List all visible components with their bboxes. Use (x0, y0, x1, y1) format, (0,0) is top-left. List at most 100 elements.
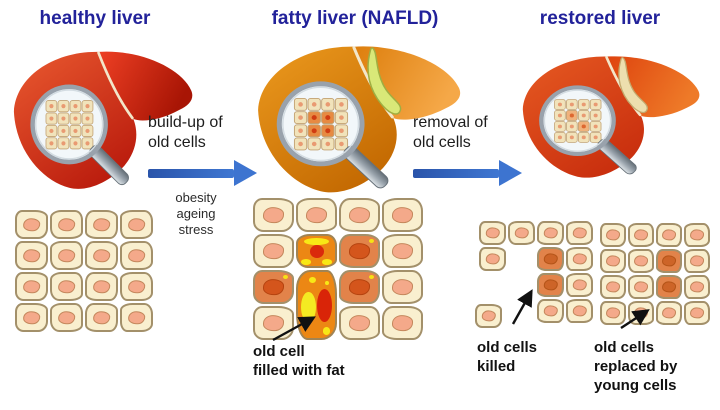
panel-title-healthy: healthy liver (39, 8, 151, 29)
annotation-line: old cell (253, 343, 305, 360)
liver-cell (600, 275, 626, 299)
cell-nucleus (690, 281, 704, 293)
liver-cell (600, 301, 626, 325)
liver-cell (684, 223, 710, 247)
fat-droplet (301, 291, 317, 323)
fat-droplet (321, 259, 332, 265)
cell-nucleus (305, 207, 328, 223)
cell-nucleus (262, 207, 285, 223)
killed-cell-grid (475, 221, 593, 328)
liver-cell (566, 273, 593, 297)
transition-label: build-up of (148, 114, 223, 131)
liver-cell (382, 234, 423, 268)
liver-cell (479, 221, 506, 245)
cell-nucleus (391, 243, 414, 259)
cell-nucleus (22, 217, 41, 232)
liver-cell (120, 272, 153, 301)
cell-nucleus (543, 253, 558, 265)
liver-cell (120, 303, 153, 332)
cell-nucleus (57, 310, 76, 325)
cell-nucleus (92, 310, 111, 325)
liver-cell (296, 198, 337, 232)
cell-nucleus (572, 279, 587, 291)
cell-nucleus (348, 207, 371, 223)
cell-nucleus (348, 243, 371, 259)
cell-nucleus (391, 315, 414, 331)
liver-right-lobe (606, 56, 700, 118)
liver-cell (15, 210, 48, 239)
cell-nucleus (634, 281, 648, 293)
panel-title-fatty: fatty liver (NAFLD) (271, 8, 439, 29)
transition-label: old cells (413, 134, 471, 151)
liver-cell (684, 301, 710, 325)
liver-cell (656, 301, 682, 325)
arrow-to-young-cell (620, 309, 650, 330)
annotation-line: killed (477, 358, 516, 375)
liver-cell (537, 273, 564, 297)
liver-cell (253, 198, 294, 232)
liver-cell (85, 272, 118, 301)
cell-nucleus (22, 279, 41, 294)
liver-cell (628, 275, 654, 299)
liver-cell (120, 241, 153, 270)
right-arrow-icon (413, 160, 525, 186)
liver-cell (382, 306, 423, 340)
liver-cell (566, 221, 593, 245)
cell-nucleus (262, 315, 285, 331)
magnifier-icon (30, 84, 129, 186)
annotation-line: filled with fat (253, 362, 345, 379)
transition-buildup: build-up of old cells obesity ageing str… (148, 113, 263, 238)
restored-liver-illustration (522, 56, 700, 178)
liver-cell (537, 221, 564, 245)
liver-cell (296, 270, 337, 340)
liver-cell (50, 241, 83, 270)
liver-cell (508, 221, 535, 245)
cell-nucleus (391, 207, 414, 223)
gallbladder (618, 57, 648, 114)
fat-droplet (309, 245, 324, 258)
annotation-killed: old cells killed (477, 338, 537, 376)
liver-cell (684, 249, 710, 273)
liver-cell (120, 210, 153, 239)
annotation-line: old cells (594, 339, 655, 356)
gallbladder (367, 47, 402, 115)
cell-nucleus (606, 255, 620, 267)
liver-cell (339, 270, 380, 304)
liver-cell (600, 249, 626, 273)
arrow-head (499, 160, 522, 186)
cell-nucleus (572, 227, 587, 239)
liver-cell (566, 299, 593, 323)
right-arrow-icon (148, 160, 263, 186)
liver-cell (339, 306, 380, 340)
liver-cell (339, 234, 380, 268)
cell-nucleus (485, 227, 500, 239)
panel-title-restored: restored liver (539, 8, 661, 29)
cell-nucleus (543, 227, 558, 239)
cell-nucleus (572, 305, 587, 317)
liver-cell (479, 247, 506, 271)
annotation-fat-cell: old cell filled with fat (253, 342, 345, 380)
cell-nucleus (485, 253, 500, 265)
cell-nucleus (662, 255, 676, 267)
cell-nucleus (690, 255, 704, 267)
transition-label: old cells (148, 134, 206, 151)
transition-label: removal of (413, 114, 488, 131)
annotation-replaced: old cells replaced by young cells (594, 338, 677, 395)
cell-nucleus (22, 248, 41, 263)
fatty-cell-grid (253, 198, 423, 340)
liver-cell (628, 249, 654, 273)
transition-causes: obesity ageing stress (154, 190, 238, 238)
cell-nucleus (92, 279, 111, 294)
liver-cell (339, 198, 380, 232)
liver-cell (475, 304, 502, 328)
annotation-line: replaced by (594, 358, 678, 375)
liver-cell (684, 275, 710, 299)
cause-label: stress (178, 222, 214, 237)
liver-cell (537, 299, 564, 323)
liver-cell (15, 241, 48, 270)
cell-nucleus (662, 307, 676, 319)
liver-cell (253, 234, 294, 268)
arrow-to-fat-cell (272, 316, 316, 342)
liver-cell (382, 270, 423, 304)
arrow-head (234, 160, 257, 186)
